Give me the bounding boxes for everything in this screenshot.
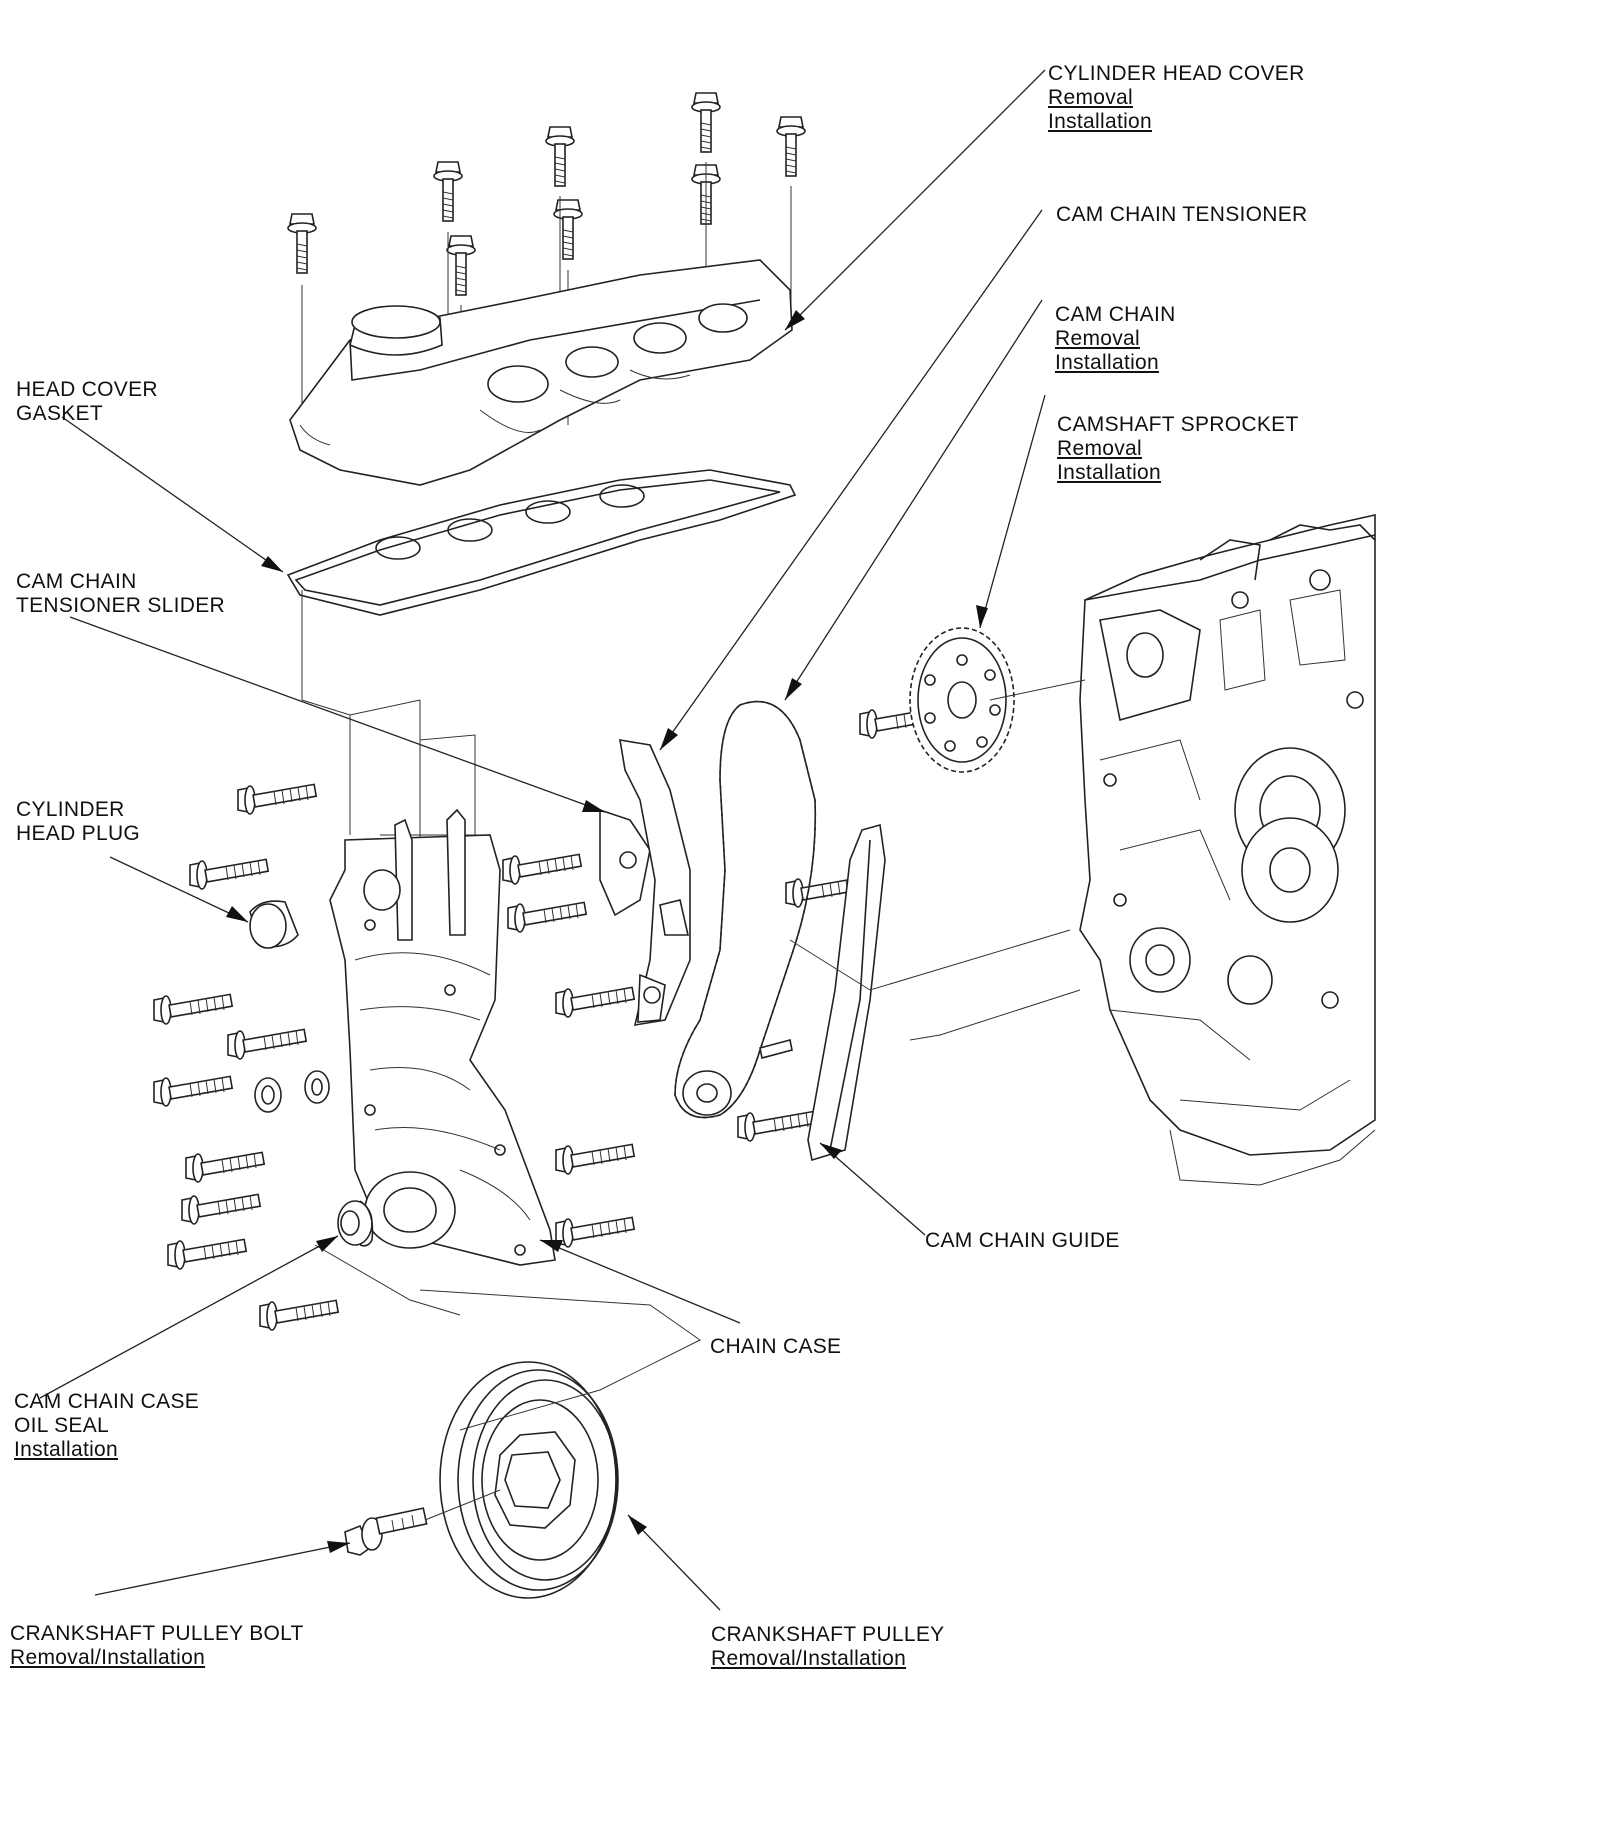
label-cam-chain-case-oil-seal-line1: CAM CHAIN CASE — [14, 1390, 200, 1413]
label-crankshaft-pulley: CRANKSHAFT PULLEY Removal/Installation — [711, 1623, 944, 1671]
link-cam-chain-installation[interactable]: Installation — [1055, 351, 1159, 374]
label-head-cover-gasket-line2: GASKET — [16, 402, 103, 425]
link-camshaft-sprocket-removal[interactable]: Removal — [1057, 437, 1142, 460]
label-camshaft-sprocket-title: CAMSHAFT SPROCKET — [1057, 413, 1299, 436]
camshaft-sprocket-part — [909, 627, 1015, 773]
head-cover-gasket — [286, 469, 797, 616]
label-cam-chain: CAM CHAIN Removal Installation — [1055, 303, 1176, 375]
label-cylinder-head-plug: CYLINDER HEAD PLUG — [16, 798, 140, 846]
label-crankshaft-pulley-bolt: CRANKSHAFT PULLEY BOLT Removal/Installat… — [10, 1622, 304, 1670]
label-head-cover-gasket-line1: HEAD COVER — [16, 378, 158, 401]
link-cylinder-head-cover-removal[interactable]: Removal — [1048, 86, 1133, 109]
crankshaft-pulley-part — [439, 1361, 619, 1599]
link-cam-chain-removal[interactable]: Removal — [1055, 327, 1140, 350]
cam-chain-tensioner-part — [619, 739, 691, 1026]
engine-block — [1079, 514, 1376, 1186]
label-cam-chain-tensioner-slider-line1: CAM CHAIN — [16, 570, 137, 593]
link-cylinder-head-cover-installation[interactable]: Installation — [1048, 110, 1152, 133]
label-cam-chain-tensioner: CAM CHAIN TENSIONER — [1056, 203, 1308, 227]
label-chain-case: CHAIN CASE — [710, 1335, 841, 1359]
label-cam-chain-guide: CAM CHAIN GUIDE — [925, 1229, 1120, 1253]
cam-chain-case-oil-seal — [337, 1200, 374, 1247]
cylinder-head-cover — [289, 259, 793, 486]
label-cam-chain-tensioner-title: CAM CHAIN TENSIONER — [1056, 203, 1308, 226]
label-head-cover-gasket: HEAD COVER GASKET — [16, 378, 158, 426]
cam-chain-tensioner-slider-part — [599, 808, 651, 917]
link-cam-chain-case-oil-seal-installation[interactable]: Installation — [14, 1438, 118, 1461]
label-cylinder-head-cover-title: CYLINDER HEAD COVER — [1048, 62, 1305, 85]
label-camshaft-sprocket: CAMSHAFT SPROCKET Removal Installation — [1057, 413, 1299, 485]
label-crankshaft-pulley-bolt-title: CRANKSHAFT PULLEY BOLT — [10, 1622, 304, 1645]
label-cylinder-head-plug-line2: HEAD PLUG — [16, 822, 141, 845]
label-crankshaft-pulley-title: CRANKSHAFT PULLEY — [711, 1623, 945, 1646]
label-cam-chain-case-oil-seal: CAM CHAIN CASE OIL SEAL Installation — [14, 1390, 199, 1462]
crankshaft-pulley-bolt-part — [344, 1507, 428, 1556]
leader-lines — [39, 69, 1046, 1611]
label-chain-case-title: CHAIN CASE — [710, 1335, 842, 1358]
leader-arrows — [226, 310, 988, 1553]
label-cam-chain-guide-title: CAM CHAIN GUIDE — [925, 1229, 1120, 1252]
link-crankshaft-pulley-bolt-removal-installation[interactable]: Removal/Installation — [10, 1646, 206, 1669]
label-cam-chain-tensioner-slider-line2: TENSIONER SLIDER — [16, 594, 226, 617]
label-cam-chain-tensioner-slider: CAM CHAIN TENSIONER SLIDER — [16, 570, 225, 618]
chain-case — [329, 808, 556, 1266]
cylinder-head-plug — [249, 900, 299, 949]
link-camshaft-sprocket-installation[interactable]: Installation — [1057, 461, 1161, 484]
label-cam-chain-title: CAM CHAIN — [1055, 303, 1176, 326]
cam-chain-part — [674, 700, 817, 1119]
label-cylinder-head-plug-line1: CYLINDER — [16, 798, 125, 821]
label-cylinder-head-cover: CYLINDER HEAD COVER Removal Installation — [1048, 62, 1305, 134]
cam-chain-guide-part — [807, 823, 886, 1162]
label-cam-chain-case-oil-seal-line2: OIL SEAL — [14, 1414, 110, 1437]
link-crankshaft-pulley-removal-installation[interactable]: Removal/Installation — [711, 1647, 907, 1670]
